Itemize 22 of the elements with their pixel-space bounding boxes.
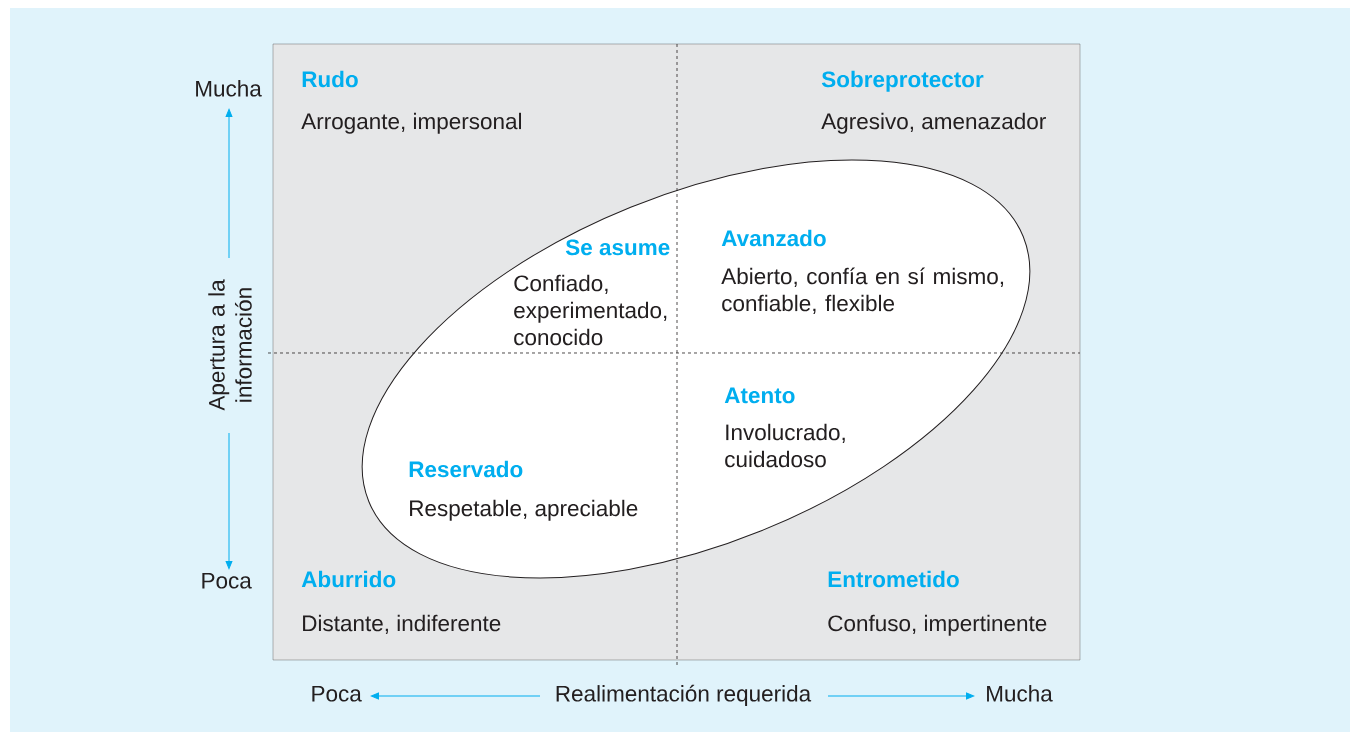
quadrant-heading: Avanzado bbox=[721, 229, 826, 247]
quadrant-heading: Se asume bbox=[565, 239, 670, 256]
quadrant-description: Respetable, apreciable bbox=[410, 499, 638, 521]
quadrant-description: Distante, indiferente bbox=[303, 614, 501, 634]
quadrant-heading: Entrometido bbox=[828, 570, 959, 588]
quadrant-heading: Sobreprotector bbox=[821, 70, 984, 92]
quadrant-description: Involucrado, cuidadoso bbox=[725, 423, 845, 468]
quadrant-heading: Reservado bbox=[409, 460, 523, 478]
axis-label: Mucha bbox=[987, 685, 1053, 702]
axis-label: Poca bbox=[312, 685, 362, 702]
axis-label: Mucha bbox=[196, 80, 262, 97]
quadrant-description: Confuso, impertinente bbox=[828, 614, 1047, 636]
axis-label: Poca bbox=[202, 572, 252, 589]
quadrant-heading: Rudo bbox=[302, 70, 358, 88]
axis-label: Realimentación requerida bbox=[556, 684, 812, 707]
quadrant-description: Arrogante, impersonal bbox=[301, 112, 521, 134]
axis-title: Apertura a la información bbox=[208, 279, 252, 411]
quadrant-description: Agresivo, amenazador bbox=[821, 112, 1046, 134]
quadrant-description: Confiado, experimentado, conocido bbox=[514, 274, 667, 346]
quadrant-heading: Atento bbox=[724, 387, 795, 404]
quadrant-description: Abierto, confía en sí mismo, confiable, flexible bbox=[721, 267, 1003, 314]
quadrant-heading: Aburrido bbox=[301, 570, 396, 588]
